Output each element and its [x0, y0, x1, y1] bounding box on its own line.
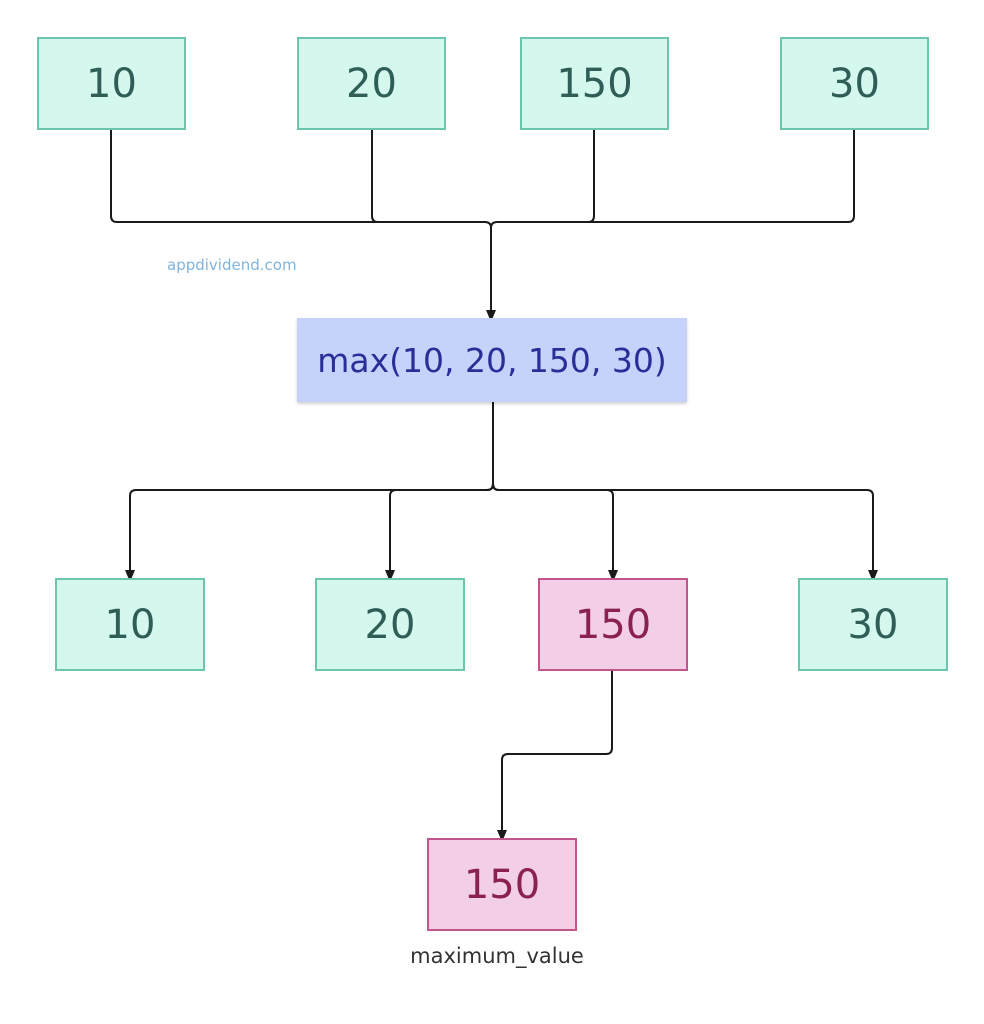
output-box-max: 150 [538, 578, 688, 671]
watermark: appdividend.com [167, 256, 297, 274]
output-box-1: 10 [55, 578, 205, 671]
result-label: maximum_value [410, 944, 584, 968]
output-box-2: 20 [315, 578, 465, 671]
connector-input-4 [497, 130, 855, 223]
input-box-2: 20 [297, 37, 446, 130]
input-box-1: 10 [37, 37, 186, 130]
connector-to-result [502, 671, 613, 836]
output-box-4: 30 [798, 578, 948, 671]
function-call-box: max(10, 20, 150, 30) [297, 318, 687, 402]
connector-input-2 [371, 130, 485, 223]
result-box: 150 [427, 838, 577, 931]
connector-input-3 [490, 130, 595, 229]
connector-output-2 [390, 402, 494, 576]
input-box-4: 30 [780, 37, 929, 130]
connector-output-4 [492, 402, 873, 576]
input-box-3: 150 [520, 37, 669, 130]
